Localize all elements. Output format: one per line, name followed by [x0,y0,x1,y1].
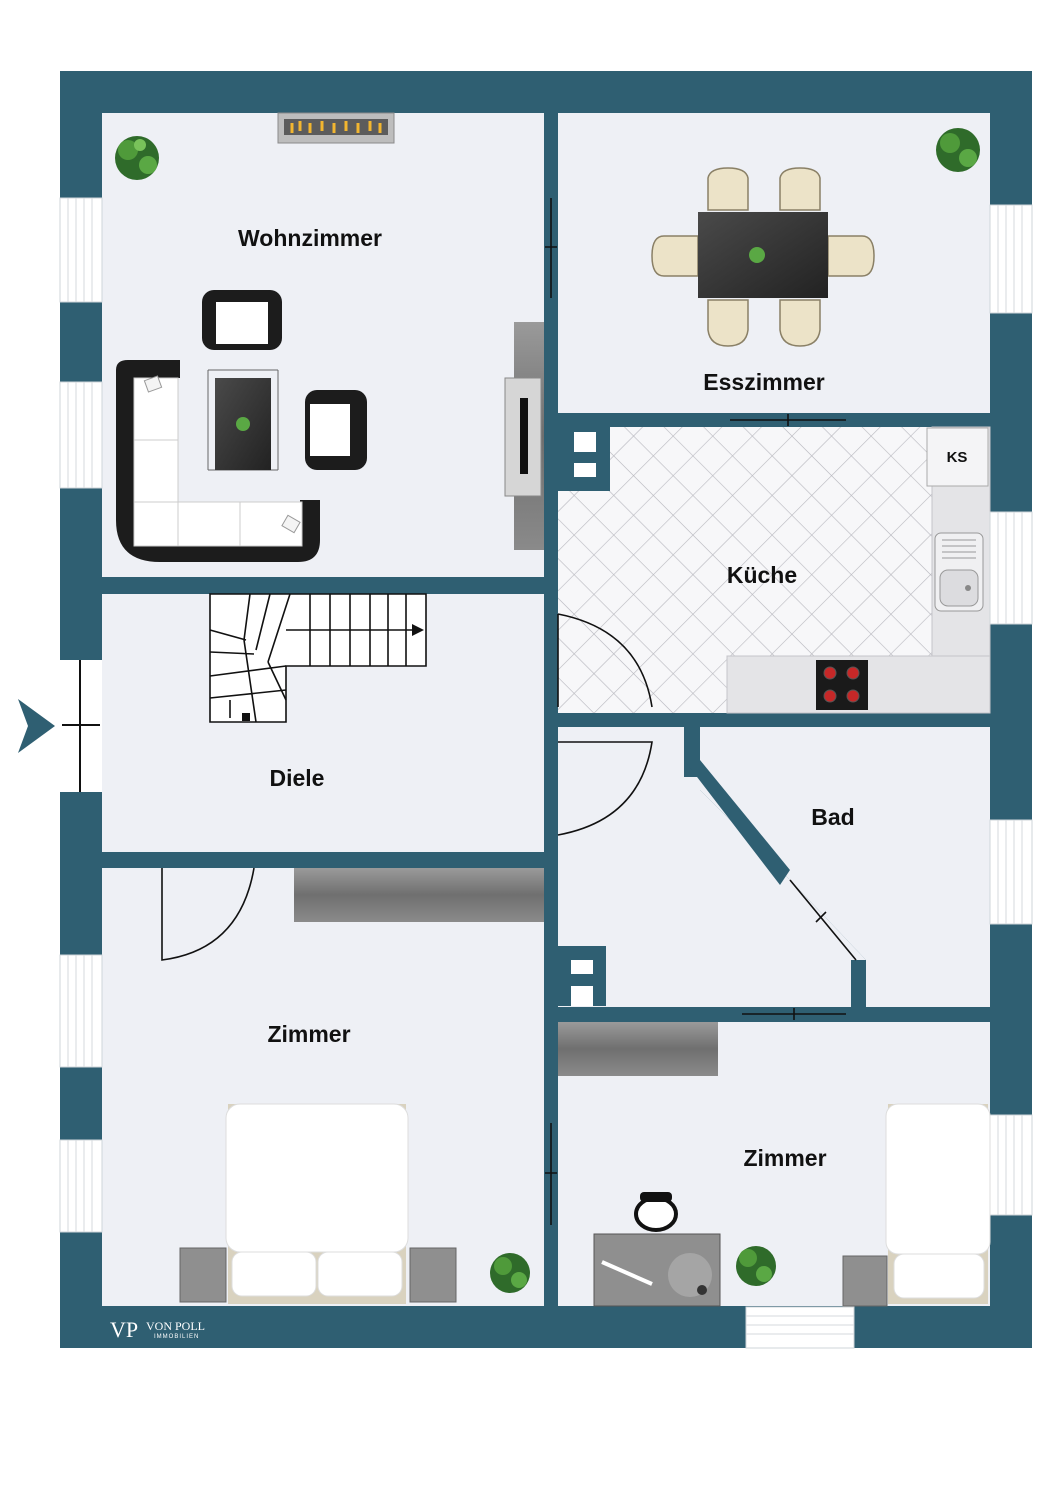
entrance-door-line [62,660,100,792]
cooktop [816,660,868,710]
plant-icon-zimmer [490,1253,530,1293]
sink [934,532,984,612]
window-left-4 [59,1139,103,1233]
shaft-upper-2 [574,463,596,477]
fireplace [277,112,395,144]
shaft-upper-1 [574,432,596,452]
label-esszimmer: Esszimmer [703,369,825,395]
floor-corridor-mid [605,727,866,1007]
interior-walls [102,113,990,1307]
fridge [926,427,989,487]
von-poll-logo: VP VON POLL IMMOBILIEN [110,1317,205,1342]
plant-icon-esszimmer [936,128,980,172]
armchair-right [305,390,367,470]
shaft-lower-1 [571,960,593,974]
sectional-sofa [116,360,320,562]
wardrobe-right [558,1022,718,1076]
window-left-2 [59,381,103,489]
door-diele-corridor [557,741,653,836]
entrance-arrow-icon [18,699,55,753]
office-chair [634,1192,678,1232]
logo-mark: VP [110,1317,138,1342]
window-left-3 [59,954,103,1068]
door-ess-kueche [730,414,846,426]
window-sashes [67,198,1023,1335]
window-bottom [745,1306,855,1349]
floor-bad [700,727,990,1007]
desk [593,1233,721,1307]
door-wohn-ess [545,198,557,298]
label-zimmer-left: Zimmer [267,1021,350,1047]
coffee-table [207,369,279,471]
armchair-top [202,290,282,350]
door-bad-sliding [789,879,857,961]
window-right-4 [989,1114,1033,1216]
label-wohnzimmer: Wohnzimmer [238,225,382,251]
label-bad: Bad [811,804,854,830]
label-zimmer-right: Zimmer [743,1145,826,1171]
plant-icon [115,136,159,180]
shaft-lower-2 [571,986,593,1006]
wardrobe-left [294,868,544,922]
logo-sub: IMMOBILIEN [154,1334,199,1340]
staircase [209,593,427,723]
window-right-1 [989,204,1033,314]
tv-cabinet [504,322,544,550]
door-kueche-swing [557,613,653,708]
dining-set [651,167,875,347]
windows [59,197,1033,1349]
single-bed [885,1103,991,1304]
door-zimmer-left [161,867,255,961]
nightstand-single [842,1255,888,1307]
nightstand-right [409,1247,457,1303]
plant-icon-zimmer-right [736,1246,776,1286]
window-right-2 [989,511,1033,625]
door-zimmer-right [742,1008,846,1020]
table-flowers [749,247,765,263]
label-kueche: Küche [727,562,797,588]
window-right-3 [989,819,1033,925]
window-left-1 [59,197,103,303]
fridge-label: KS [947,449,968,466]
logo-name: VON POLL [146,1319,205,1333]
nightstand-left [179,1247,227,1303]
label-diele: Diele [270,765,325,791]
double-bed [225,1103,409,1304]
door-zimmer-zimmer [545,1123,557,1225]
doors [161,198,857,1225]
